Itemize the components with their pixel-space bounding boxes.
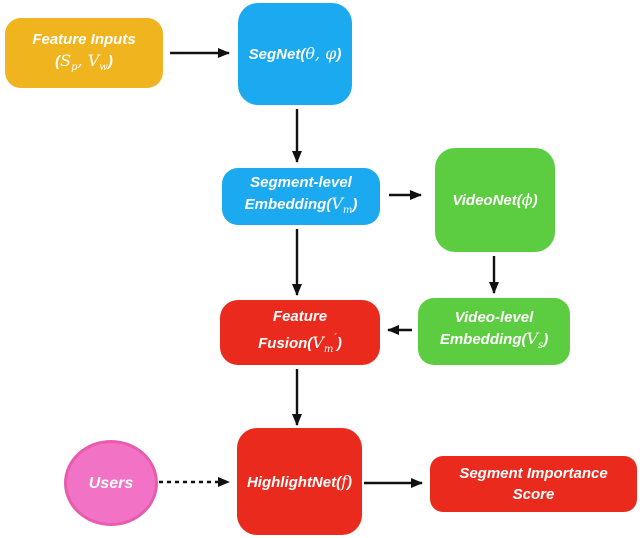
close-paren: ): [352, 196, 358, 213]
node-highlightnet: HighlightNet(f): [237, 428, 362, 535]
video-embedding-line1: Video-level: [454, 309, 534, 326]
users-label: Users: [88, 474, 134, 492]
fusion-line1: Feature: [272, 307, 328, 325]
math-sub-m: m: [342, 205, 353, 216]
importance-line2: Score: [512, 486, 555, 503]
importance-line1: Segment Importance: [459, 465, 608, 482]
math-phi: φ: [325, 44, 337, 63]
math-sub-s: s: [538, 340, 544, 351]
embedding-name: Embedding(: [244, 196, 332, 213]
node-users: Users: [64, 440, 158, 526]
segment-embedding-line2: Embedding(Vm): [245, 193, 358, 221]
close-paren: ): [336, 334, 342, 352]
highlightnet-label: HighlightNet(f): [247, 471, 352, 493]
videonet-label: VideoNet(ϕ): [452, 189, 537, 211]
segment-embedding-line1: Segment-level: [250, 174, 352, 191]
math-comma: ,: [77, 50, 88, 70]
node-video-embedding: Video-level Embedding(Vs): [418, 298, 570, 365]
math-sub-m: m: [323, 343, 334, 355]
fusion-name: Fusion(: [258, 334, 313, 352]
math-sub-w: w: [99, 61, 108, 73]
node-feature-fusion: Feature Fusion(Vm′): [220, 300, 380, 365]
videonet-name: VideoNet(: [452, 192, 522, 209]
segnet-label: SegNet(θ, φ): [249, 43, 342, 65]
node-videonet: VideoNet(ϕ): [435, 148, 555, 252]
math-phi-symbol: ϕ: [521, 190, 533, 209]
math-theta: θ: [305, 44, 315, 63]
fusion-line2: Fusion(Vm′): [258, 327, 342, 360]
video-embedding-line2: Embedding(Vs): [440, 328, 548, 356]
node-segment-embedding: Segment-level Embedding(Vm): [222, 168, 380, 225]
close-paren: ): [107, 52, 113, 70]
math-var-V: V: [87, 50, 100, 70]
close-paren: ): [543, 331, 549, 348]
math-var-S: S: [60, 50, 72, 70]
math-prime: ′: [334, 330, 337, 344]
node-importance-score: Segment Importance Score: [430, 456, 637, 512]
feature-inputs-math: (Sp, Vw): [55, 50, 113, 78]
math-comma: ,: [314, 44, 326, 63]
math-var-f: f: [341, 471, 348, 491]
math-var-V: V: [331, 194, 343, 213]
open-paren: (: [55, 52, 61, 70]
close-paren: ): [336, 46, 342, 63]
highlightnet-name: HighlightNet(: [246, 473, 342, 491]
math-var-V: V: [312, 332, 324, 352]
feature-inputs-label: Feature Inputs: [32, 30, 136, 48]
close-paren: ): [347, 473, 353, 491]
math-sub-p: p: [71, 61, 78, 73]
node-feature-inputs: Feature Inputs (Sp, Vw): [5, 18, 163, 88]
node-segnet: SegNet(θ, φ): [238, 3, 352, 105]
close-paren: ): [532, 192, 538, 209]
segnet-name: SegNet(: [248, 46, 306, 63]
math-var-V: V: [526, 329, 539, 348]
embedding-name: Embedding(: [439, 331, 527, 348]
